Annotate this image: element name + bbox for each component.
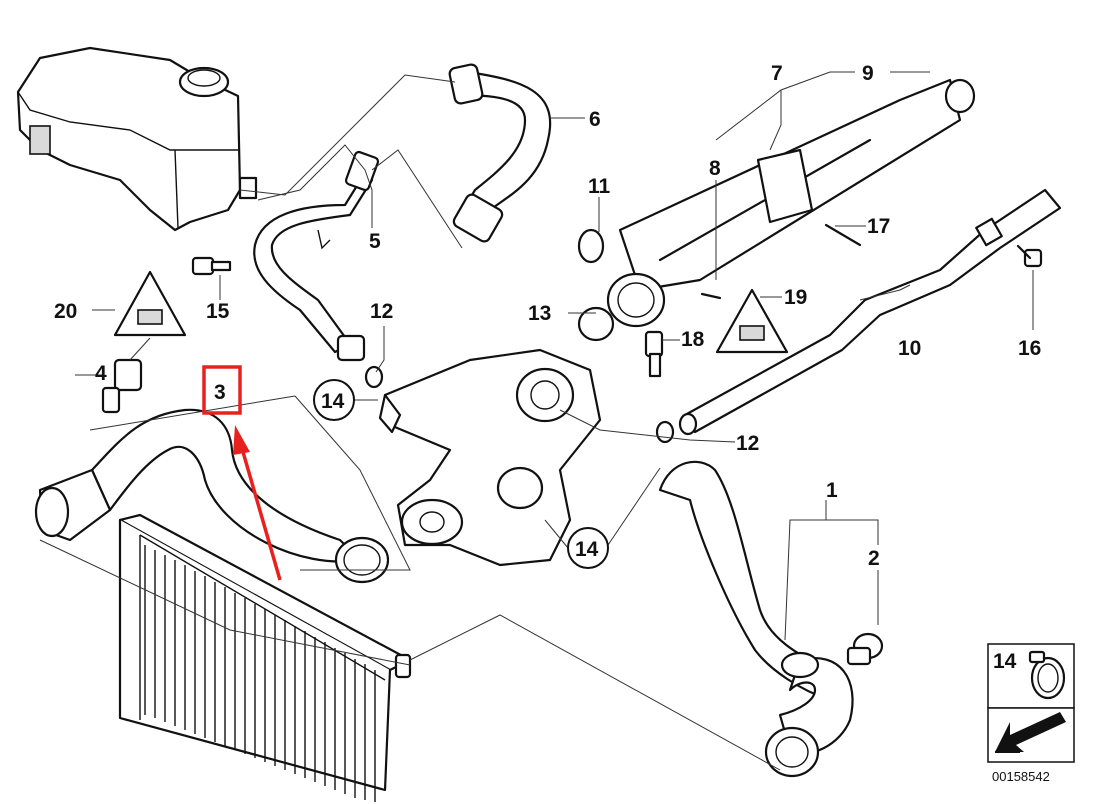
highlight-box [202,365,242,415]
callout-8: 8 [709,157,721,180]
water-pump [378,348,602,567]
expansion-tank [16,46,258,232]
reference-arrow-icon [995,712,1066,753]
callout-14-circle-upper [313,379,355,421]
callout-18: 18 [681,328,705,351]
reference-arrow-box [987,707,1075,763]
callout-12-lower: 12 [736,432,759,455]
sensor-18 [644,330,664,378]
legend-clamp-number: 14 [993,650,1017,673]
callout-6: 6 [589,108,601,131]
callout-15: 15 [206,300,230,323]
highlight-arrow-shaft [239,444,282,581]
callout-9: 9 [862,62,874,85]
callout-10: 10 [898,337,921,360]
lower-radiator-hose-3 [34,408,390,584]
radiator-core-fins [144,545,376,802]
callout-labels: 1 2 4 5 6 7 8 9 10 11 12 12 13 15 16 17 … [54,62,1041,570]
callout-16: 16 [1018,337,1041,360]
coolant-pipe-10 [678,188,1062,436]
callout-14-upper: 14 [321,390,345,413]
ring-12-upper [364,365,384,389]
clamp-legend-box: 14 [987,643,1075,709]
bolt-15 [191,256,232,276]
callout-12-upper: 12 [370,300,393,323]
hose-clamp-icon [1028,650,1066,700]
callout-7: 7 [771,62,783,85]
callout-13: 13 [528,302,551,325]
callout-2: 2 [868,547,880,570]
highlight-arrow-head [233,425,250,455]
upper-radiator-hose-1 [658,460,854,778]
callout-14-lower: 14 [575,538,599,561]
o-ring-13 [577,306,615,342]
coolant-rail-7 [606,78,976,328]
bolt-16 [1016,244,1043,268]
upper-hose-6 [448,63,552,243]
callout-20: 20 [54,300,77,323]
callout-1: 1 [826,479,838,502]
radiator [118,513,412,802]
catalog-number: 00158542 [992,769,1050,784]
callout-19: 19 [784,286,807,309]
callout-11: 11 [588,175,611,198]
callout-5: 5 [369,230,381,253]
callout-3: 3 [214,381,226,404]
bleed-hose-5 [253,150,380,362]
o-ring-11 [577,228,605,264]
ring-12-lower [655,420,675,444]
temperature-sensor-4 [101,358,143,414]
callout-14-circle-lower [567,527,609,569]
warning-triangle-19 [715,288,789,354]
callout-17: 17 [867,215,890,238]
warning-triangle-20 [113,270,187,337]
leader-lines [39,71,1034,771]
callout-4: 4 [95,362,107,385]
drain-plug-2 [846,632,884,666]
highlight-part-3: 3 [202,365,282,581]
